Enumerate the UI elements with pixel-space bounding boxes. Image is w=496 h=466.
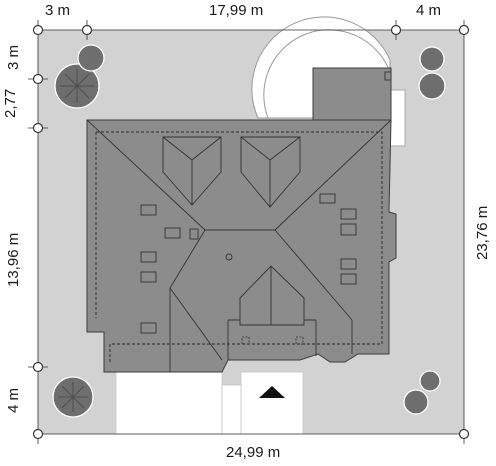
entrance-arrow-icon xyxy=(259,386,285,398)
paved-area xyxy=(115,371,304,435)
roof-skylights xyxy=(140,71,392,334)
dimension-top-left: 3 m xyxy=(45,2,71,19)
roof-dormers xyxy=(162,136,305,326)
garage-roof xyxy=(312,67,392,123)
tree-icon xyxy=(418,46,446,100)
dimension-top-right: 4 m xyxy=(416,2,442,19)
tree-icon xyxy=(54,63,100,109)
dimension-left-bottom: 4 m xyxy=(5,387,22,413)
tree-icon xyxy=(403,370,441,415)
dimension-right: 23,76 m xyxy=(474,205,491,260)
dimension-left-middle: 13,96 m xyxy=(5,232,22,287)
trees xyxy=(52,44,446,418)
dimension-left-top: 3 m xyxy=(5,44,22,70)
tree-icon xyxy=(52,376,94,418)
main-roof xyxy=(86,119,397,373)
dimension-top-middle: 17,99 m xyxy=(209,2,264,19)
tree-icon xyxy=(77,44,105,72)
roof xyxy=(86,67,397,373)
survey-point-icon xyxy=(32,24,470,440)
dimension-bottom: 24,99 m xyxy=(226,444,281,461)
dimension-left-second: 2,77 xyxy=(2,88,19,118)
